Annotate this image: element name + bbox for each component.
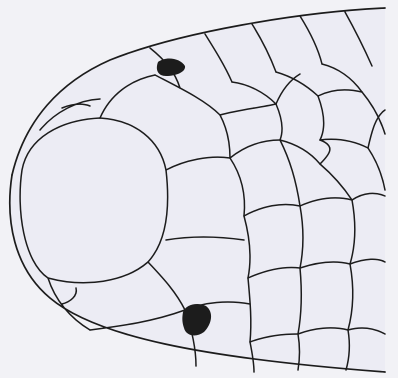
snake-head-drawing [0,0,398,378]
snake-head-illustration [0,0,398,378]
